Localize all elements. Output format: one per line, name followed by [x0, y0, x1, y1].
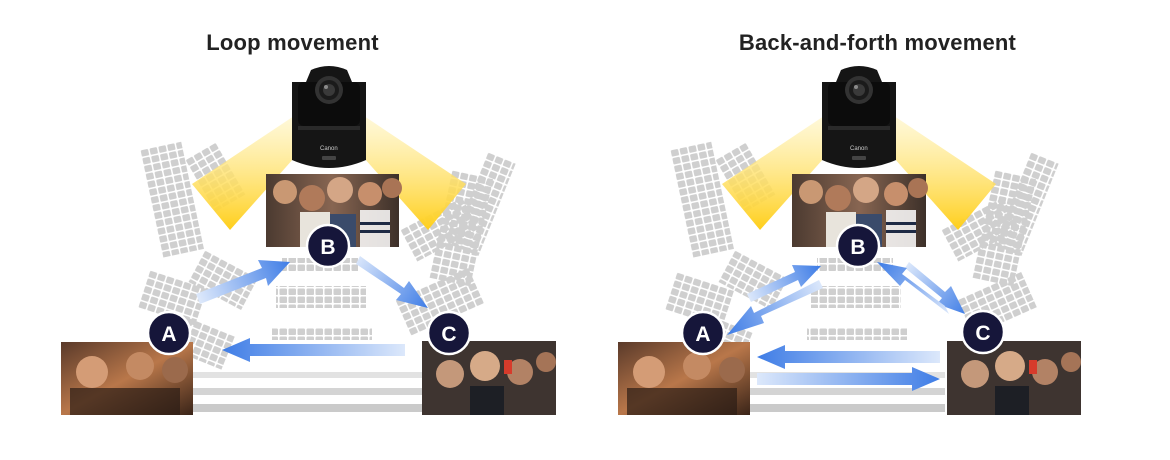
arrow-a-to-b: [196, 260, 290, 304]
panel-title: Loop movement: [206, 30, 379, 55]
marker-c-label: C: [975, 322, 990, 345]
arrow-a-to-b: [747, 265, 821, 302]
marker-c-label: C: [441, 323, 456, 346]
marker-a-label: A: [161, 323, 176, 346]
audience-photo-a: [61, 342, 193, 415]
marker-b-label: B: [850, 236, 865, 259]
camera-brand-label: Canon: [850, 146, 868, 152]
arrow-a-to-c: [757, 367, 940, 391]
arrow-b-to-c: [905, 262, 965, 314]
back-and-forth-diagram: Canon: [618, 66, 1081, 415]
audience-photo-c: [947, 341, 1081, 415]
loop-movement-panel: Loop movement: [61, 30, 556, 415]
arrow-b-to-a: [727, 280, 823, 335]
marker-a-label: A: [695, 323, 710, 346]
marker-b-label: B: [320, 236, 335, 259]
panel-title: Back-and-forth movement: [738, 30, 1017, 55]
arrow-c-to-a: [222, 338, 405, 362]
marker-a: A: [146, 310, 192, 356]
marker-a: A: [680, 310, 726, 356]
arrow-b-to-c: [356, 256, 428, 308]
camera-beams: [192, 112, 466, 230]
loop-diagram: Canon: [61, 66, 556, 415]
marker-c: C: [426, 310, 472, 356]
movement-arrows: [727, 262, 965, 391]
floor-tracks: [185, 372, 425, 412]
audience-photo-a: [618, 342, 750, 415]
audience-photo-c: [422, 341, 556, 415]
camera-beams: [722, 112, 996, 230]
ptz-camera-icon: Canon: [822, 66, 896, 168]
audience-photo-b: [266, 174, 402, 247]
arrow-c-to-a: [757, 345, 940, 369]
movement-arrows: [196, 256, 428, 362]
marker-b: B: [835, 223, 881, 269]
ptz-camera-icon: Canon: [292, 66, 366, 168]
marker-c: C: [960, 309, 1006, 355]
seating-blocks: [137, 141, 516, 370]
back-and-forth-panel: Back-and-forth movement: [585, 0, 1170, 460]
arrow-c-to-b: [877, 262, 949, 314]
camera-brand-label: Canon: [320, 146, 338, 152]
marker-b: B: [305, 223, 351, 269]
